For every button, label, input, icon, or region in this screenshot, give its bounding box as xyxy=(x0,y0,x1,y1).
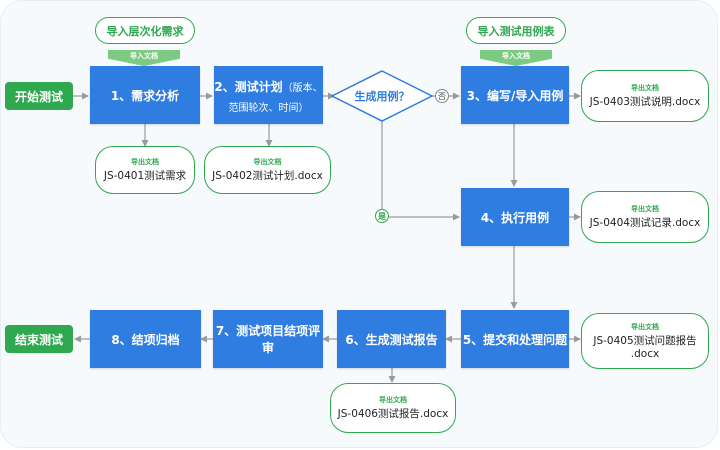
decision-no-marker: 否 xyxy=(435,89,449,103)
output-doc-2-name: JS-0402测试计划.docx xyxy=(212,170,323,182)
output-doc-1-tag: 导出文档 xyxy=(131,158,159,166)
output-doc-5-name-line2: .docx xyxy=(630,347,660,360)
output-doc-2: 导出文档 JS-0402测试计划.docx xyxy=(204,146,331,194)
decision-diamond xyxy=(330,70,434,122)
step-2-note-a: （版本、 xyxy=(282,82,323,94)
output-doc-6: 导出文档 JS-0406测试报告.docx xyxy=(330,383,456,433)
output-doc-5: 导出文档 JS-0405测试问题报告 .docx xyxy=(581,313,709,369)
end-node: 结束测试 xyxy=(5,325,73,353)
decision-yes-marker: 是 xyxy=(375,209,389,223)
output-doc-1-name: JS-0401测试需求 xyxy=(103,170,187,182)
output-doc-3-name: JS-0403测试说明.docx xyxy=(589,96,701,108)
output-doc-3: 导出文档 JS-0403测试说明.docx xyxy=(581,70,709,122)
output-doc-1: 导出文档 JS-0401测试需求 xyxy=(95,146,195,194)
step-2-test-plan: 2、测试计划（版本、 范围轮次、时间） xyxy=(214,66,323,124)
output-doc-6-name: JS-0406测试报告.docx xyxy=(337,408,449,420)
output-doc-4-name: JS-0404测试记录.docx xyxy=(589,217,701,229)
step-6-generate-report: 6、生成测试报告 xyxy=(337,310,446,368)
step-2-note-b: 范围轮次、时间） xyxy=(228,102,309,114)
output-doc-2-tag: 导出文档 xyxy=(253,158,282,166)
step-8-archive: 8、结项归档 xyxy=(90,310,201,368)
step-5-submit-handle-issues: 5、提交和处理问题 xyxy=(461,310,569,368)
import-testcases-pill: 导入测试用例表 xyxy=(466,17,566,44)
step-3-write-import-cases: 3、编写/导入用例 xyxy=(461,66,569,124)
output-doc-6-tag: 导出文档 xyxy=(379,396,407,404)
output-doc-5-name-line1: JS-0405测试问题报告 xyxy=(593,334,697,347)
start-node: 开始测试 xyxy=(5,82,73,110)
output-doc-4: 导出文档 JS-0404测试记录.docx xyxy=(581,191,709,243)
import-testcases-tag: 导入文档 xyxy=(480,50,552,66)
import-requirements-tag: 导入文档 xyxy=(108,50,180,66)
step-7-project-review: 7、测试项目结项评审 xyxy=(213,310,323,368)
output-doc-4-tag: 导出文档 xyxy=(631,205,659,213)
output-doc-3-tag: 导出文档 xyxy=(631,84,659,92)
arrow-decision-to-step4 xyxy=(381,121,460,221)
step-1-requirements-analysis: 1、需求分析 xyxy=(90,66,200,124)
step-2-title: 2、测试计划 xyxy=(214,79,283,94)
output-doc-5-tag: 导出文档 xyxy=(631,322,659,331)
step-4-execute-cases: 4、执行用例 xyxy=(461,188,569,246)
decision-label: 生成用例？ xyxy=(354,90,410,103)
import-requirements-pill: 导入层次化需求 xyxy=(95,17,195,44)
